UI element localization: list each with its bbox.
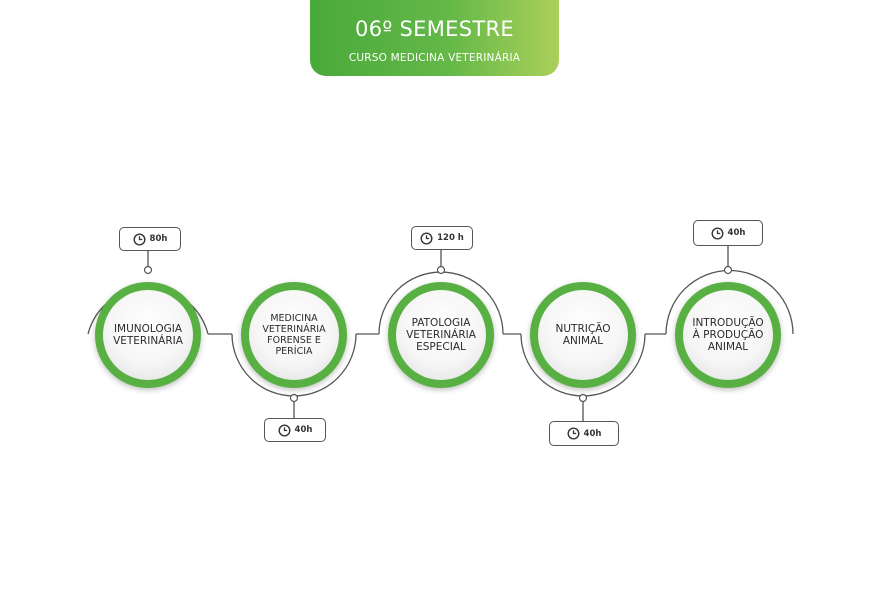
hours-value: 120 h	[437, 233, 464, 243]
clock-icon	[133, 232, 146, 246]
course-node-patologia[interactable]: PATOLOGIA VETERINÁRIA ESPECIAL	[388, 282, 494, 388]
hours-badge: 40h	[264, 418, 326, 442]
hours-badge: 40h	[549, 421, 619, 446]
hours-badge: 120 h	[411, 226, 473, 250]
course-label: MEDICINA VETERINÁRIA FORENSE E PERÍCIA	[262, 313, 326, 357]
page-title: 06º SEMESTRE	[355, 17, 514, 41]
hours-value: 80h	[149, 234, 168, 244]
semester-header: 06º SEMESTRE CURSO MEDICINA VETERINÁRIA	[310, 0, 559, 76]
course-node-medicina-forense[interactable]: MEDICINA VETERINÁRIA FORENSE E PERÍCIA	[241, 282, 347, 388]
page-subtitle: CURSO MEDICINA VETERINÁRIA	[348, 52, 521, 64]
course-label: INTRODUÇÃO À PRODUÇÃO ANIMAL	[692, 317, 764, 353]
course-label: NUTRIÇÃO ANIMAL	[555, 323, 611, 347]
clock-icon	[711, 226, 724, 240]
hours-value: 40h	[727, 228, 746, 238]
clock-icon	[567, 427, 580, 440]
course-node-nutricao[interactable]: NUTRIÇÃO ANIMAL	[530, 282, 636, 388]
course-node-imunologia[interactable]: IMUNOLOGIA VETERINÁRIA	[95, 282, 201, 388]
course-label: IMUNOLOGIA VETERINÁRIA	[113, 323, 183, 347]
course-node-producao-animal[interactable]: INTRODUÇÃO À PRODUÇÃO ANIMAL	[675, 282, 781, 388]
hours-value: 40h	[583, 428, 602, 439]
hours-value: 40h	[294, 425, 313, 435]
hours-badge: 80h	[119, 227, 181, 251]
clock-icon	[420, 231, 433, 245]
hours-badge: 40h	[693, 220, 763, 246]
course-label: PATOLOGIA VETERINÁRIA ESPECIAL	[406, 317, 476, 353]
clock-icon	[278, 423, 291, 437]
